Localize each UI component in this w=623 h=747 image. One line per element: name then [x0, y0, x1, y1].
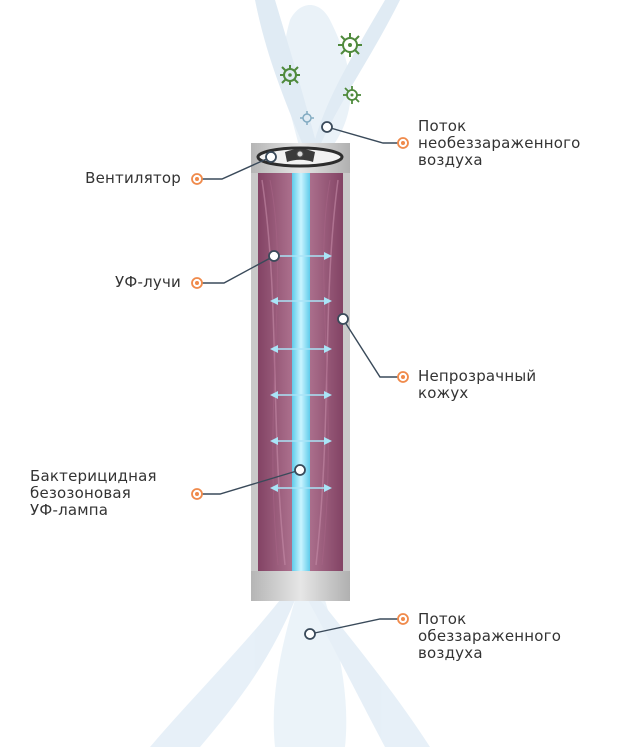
virus-icon [280, 65, 300, 85]
label-clean-air-line2: обеззараженного [418, 627, 562, 645]
pointer-casing [337, 313, 349, 325]
label-unclean-air-line2: необеззараженного [418, 134, 581, 152]
pointer-fan [265, 151, 277, 163]
bottom-cap [251, 571, 350, 601]
marker-unclean-air [397, 137, 409, 149]
virus-icon [343, 86, 361, 104]
label-fan-text: Вентилятор [85, 169, 181, 187]
label-clean-air-line1: Поток [418, 610, 467, 628]
label-lamp-line2: безозоновая [30, 484, 132, 502]
label-uv-rays-text: УФ-лучи [115, 273, 181, 291]
unclean-air-flow [255, 0, 400, 150]
pointer-uv-rays [268, 250, 280, 262]
label-fan: Вентилятор [85, 170, 181, 187]
label-unclean-air-line3: воздуха [418, 151, 483, 169]
label-casing: Непрозрачный кожух [418, 368, 536, 402]
marker-fan [191, 173, 203, 185]
label-unclean-air: Поток необеззараженного воздуха [418, 118, 581, 169]
label-lamp: Бактерицидная безозоновая УФ-лампа [30, 468, 157, 519]
label-lamp-line1: Бактерицидная [30, 467, 157, 485]
double-arrow-icon [270, 297, 332, 305]
double-arrow-icon [270, 345, 332, 353]
pointer-markers [265, 121, 349, 640]
fan-icon [256, 146, 344, 168]
label-uv-rays: УФ-лучи [115, 274, 181, 291]
label-lamp-line3: УФ-лампа [30, 501, 109, 519]
label-clean-air-line3: воздуха [418, 644, 483, 662]
virus-icon [300, 111, 314, 125]
label-unclean-air-line1: Поток [418, 117, 467, 135]
label-markers [191, 137, 409, 625]
pointer-unclean-air [321, 121, 333, 133]
marker-uv-rays [191, 277, 203, 289]
pointer-clean-air [304, 628, 316, 640]
label-clean-air: Поток обеззараженного воздуха [418, 611, 561, 662]
uv-lamp [292, 173, 310, 571]
marker-clean-air [397, 613, 409, 625]
virus-icon [338, 33, 362, 57]
marker-casing [397, 371, 409, 383]
pointer-lamp [294, 464, 306, 476]
label-casing-line2: кожух [418, 384, 469, 402]
label-casing-line1: Непрозрачный [418, 367, 537, 385]
marker-lamp [191, 488, 203, 500]
double-arrow-icon [270, 484, 332, 492]
recirculator-device [251, 143, 350, 601]
leader-lines [200, 126, 400, 635]
double-arrow-icon [270, 437, 332, 445]
double-arrow-icon [270, 391, 332, 399]
clean-air-flow [150, 600, 430, 747]
